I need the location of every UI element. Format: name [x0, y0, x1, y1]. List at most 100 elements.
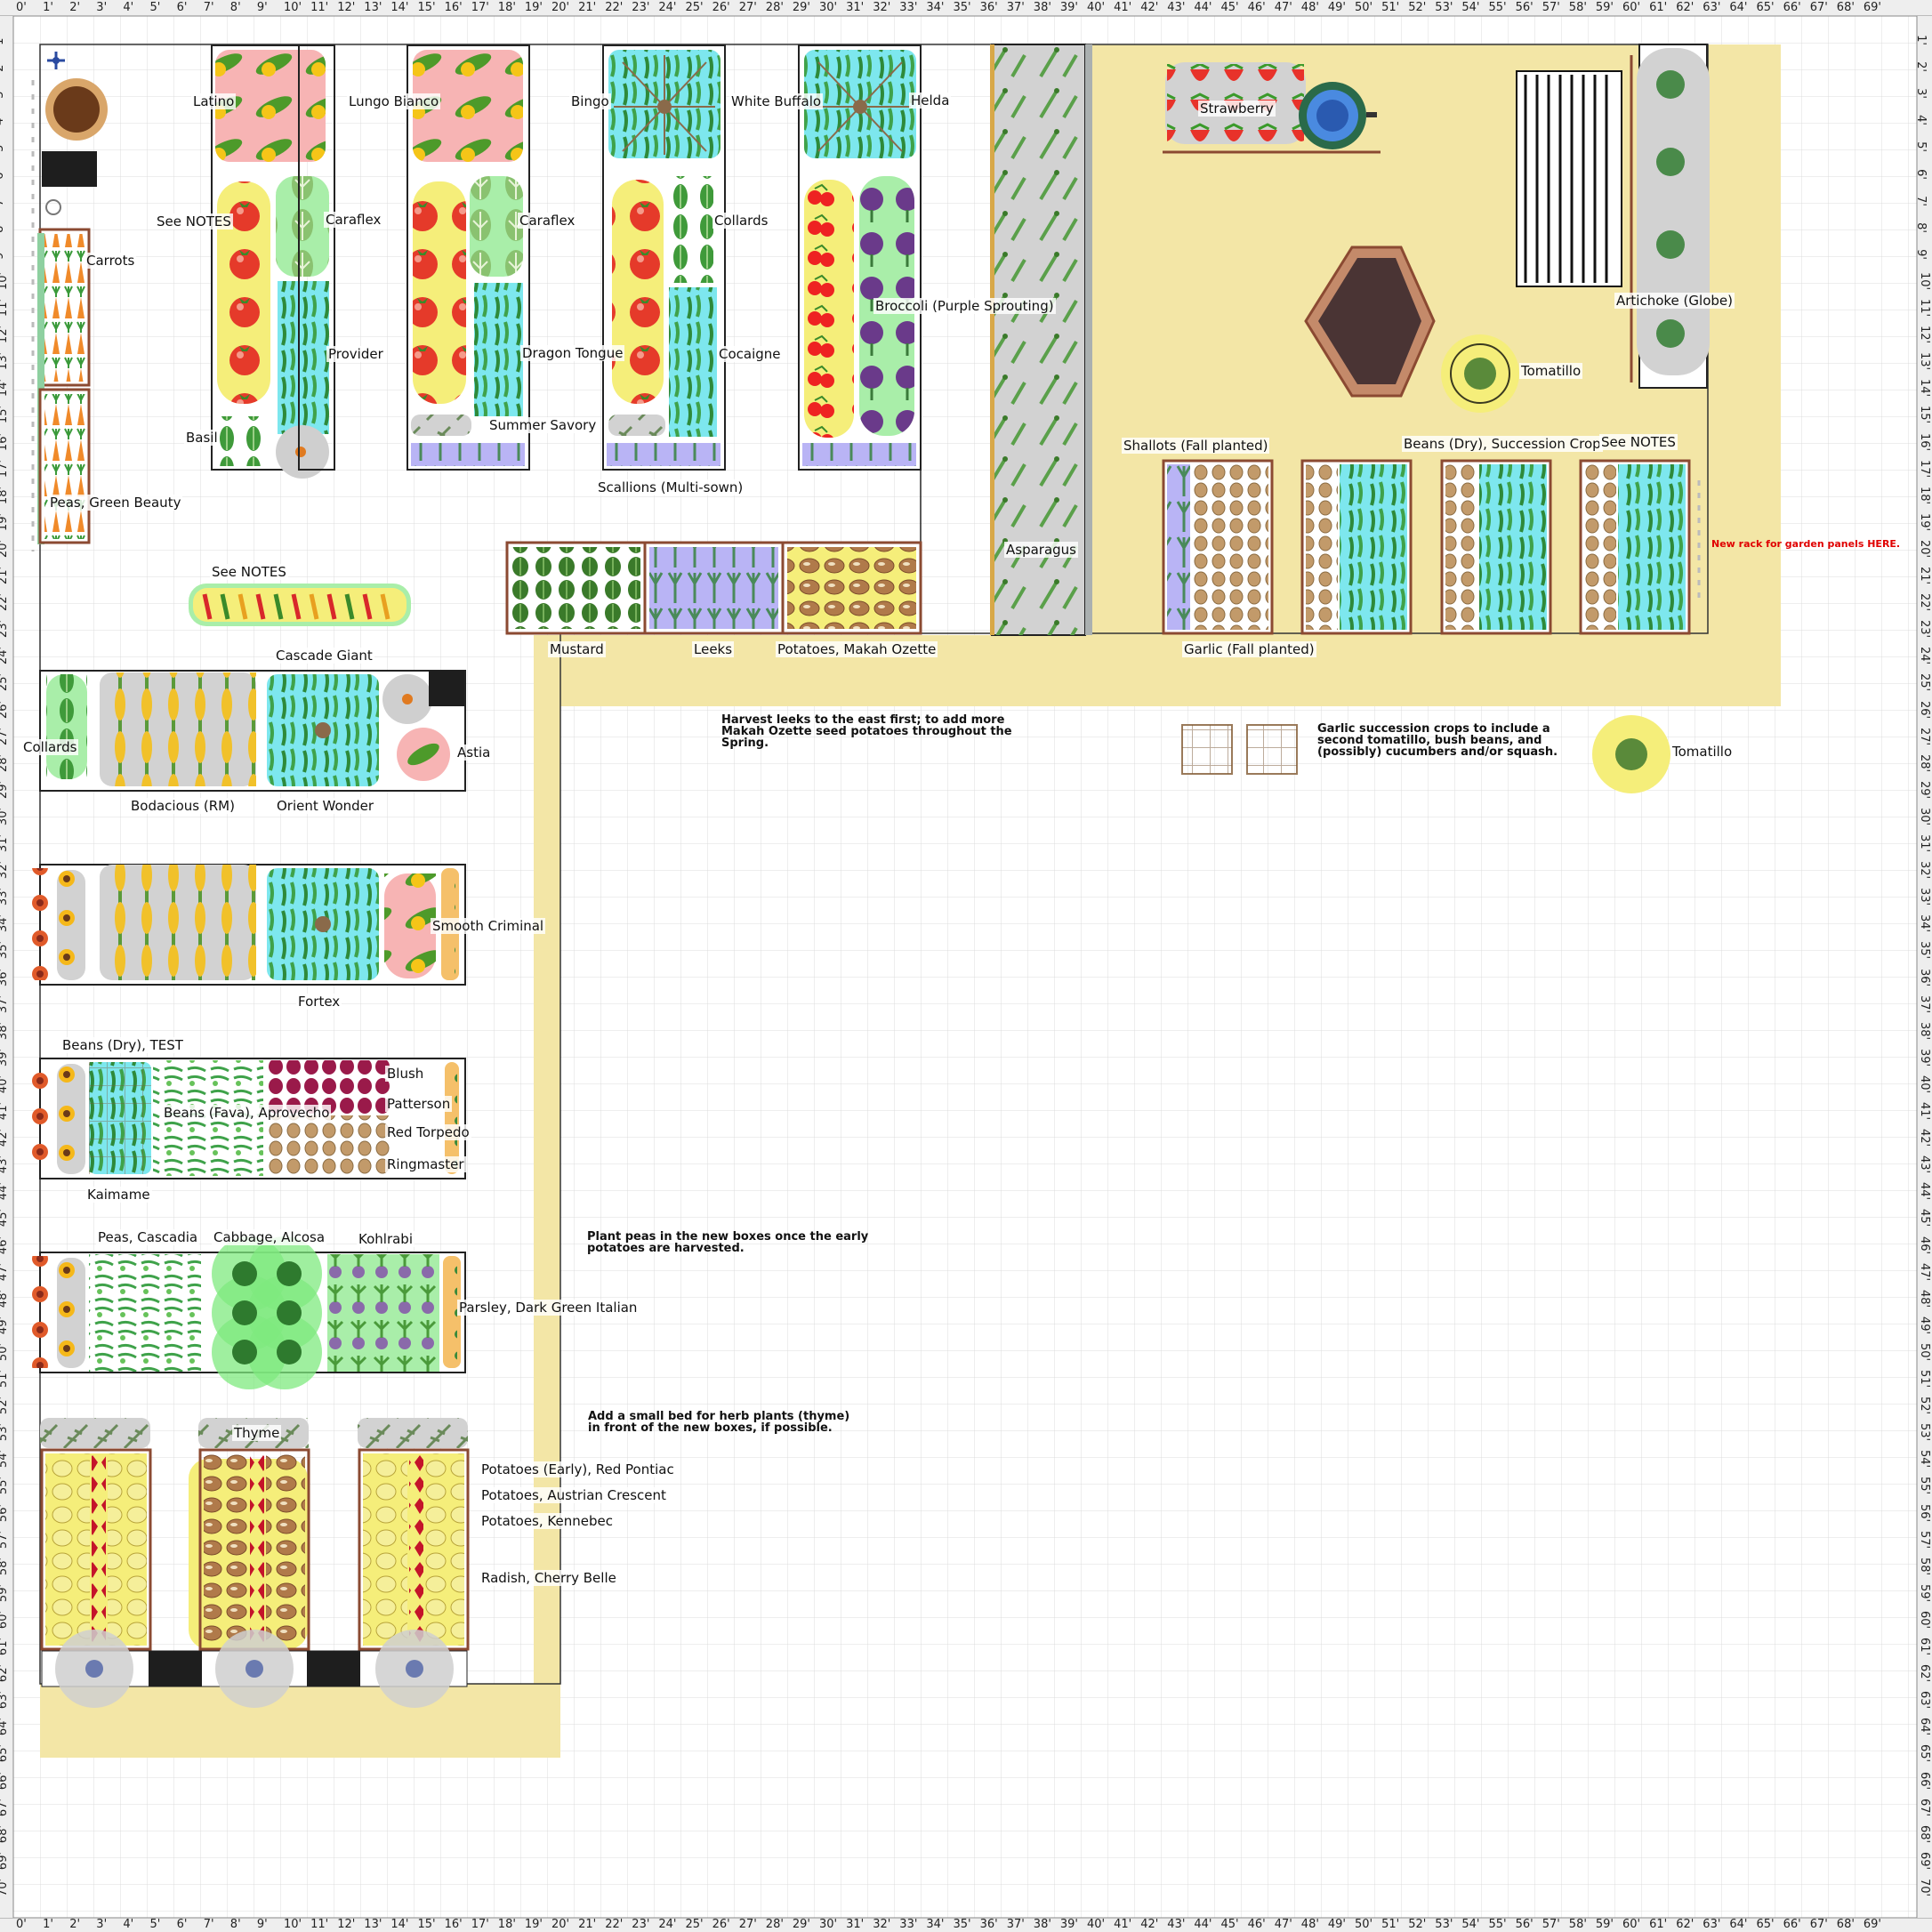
label-fortex[interactable]: Fortex: [296, 994, 342, 1010]
label-lungo-bianco[interactable]: Lungo Bianco: [347, 93, 441, 109]
bed-row-cabbage[interactable]: [29, 1236, 466, 1389]
label-shallots[interactable]: Shallots (Fall planted): [1122, 438, 1270, 454]
label-basil[interactable]: Basil: [184, 430, 220, 446]
label-potatoes-makah[interactable]: Potatoes, Makah Ozette: [776, 641, 938, 657]
bed-asparagus[interactable]: [990, 44, 1092, 636]
ruler-bottom-tick: 12': [337, 1918, 356, 1931]
note-rack[interactable]: New rack for garden panels HERE.: [1711, 538, 1901, 550]
ruler-top-tick: 62': [1676, 1, 1695, 14]
label-white-buffalo[interactable]: White Buffalo: [729, 93, 824, 109]
trellis-panel-1[interactable]: [1181, 724, 1233, 775]
bed-beans-succession-2[interactable]: [1440, 459, 1552, 635]
bed-potatoes-austrian[interactable]: [189, 1448, 310, 1651]
ruler-bottom-tick: 5': [149, 1918, 161, 1931]
note-garlic[interactable]: Garlic succession crops to include a sec…: [1317, 722, 1558, 759]
bed-shallots[interactable]: [1162, 459, 1274, 635]
label-bodacious[interactable]: Bodacious (RM): [129, 798, 237, 814]
label-potatoes-kennebec[interactable]: Potatoes, Kennebec: [479, 1513, 615, 1529]
label-helda[interactable]: Helda: [909, 93, 952, 109]
bed-peppers[interactable]: [189, 584, 411, 626]
note-herb[interactable]: Add a small bed for herb plants (thyme) …: [588, 1410, 850, 1435]
label-potatoes-austrian[interactable]: Potatoes, Austrian Crescent: [479, 1487, 668, 1503]
label-smooth-criminal[interactable]: Smooth Criminal: [431, 918, 546, 934]
label-latino[interactable]: Latino: [191, 93, 237, 109]
note-peas[interactable]: Plant peas in the new boxes once the ear…: [587, 1230, 869, 1255]
label-strawberry[interactable]: Strawberry: [1198, 101, 1276, 117]
label-orient-wonder[interactable]: Orient Wonder: [275, 798, 376, 814]
tomatillo-1[interactable]: [1441, 334, 1519, 413]
bed-lungo-bianco[interactable]: [407, 44, 530, 471]
label-see-notes-1[interactable]: See NOTES: [155, 213, 233, 229]
black-tile[interactable]: [42, 151, 97, 187]
herb-strip-thyme[interactable]: [40, 1418, 468, 1448]
label-ringmaster[interactable]: Ringmaster: [385, 1156, 466, 1172]
ruler-bottom-tick: 40': [1087, 1918, 1106, 1931]
label-carrots[interactable]: Carrots: [85, 253, 137, 269]
ruler-top-tick: 14': [390, 1, 409, 14]
label-caraflex-2[interactable]: Caraflex: [518, 213, 577, 229]
ruler-right-tick: 30': [1918, 807, 1932, 825]
bed-potatoes-makah[interactable]: [781, 541, 922, 635]
label-cabbage-alcosa[interactable]: Cabbage, Alcosa: [212, 1229, 327, 1245]
label-thyme[interactable]: Thyme: [232, 1425, 282, 1441]
label-peas-green-beauty[interactable]: Peas, Green Beauty: [48, 495, 183, 511]
bed-leeks[interactable]: [643, 541, 785, 635]
label-radish[interactable]: Radish, Cherry Belle: [479, 1570, 618, 1586]
faucet-icon[interactable]: [45, 199, 61, 215]
ruler-bottom-tick: 42': [1140, 1918, 1159, 1931]
bed-bingo[interactable]: [602, 44, 726, 471]
label-leeks[interactable]: Leeks: [692, 641, 735, 657]
label-collards-2[interactable]: Collards: [21, 739, 79, 755]
label-peas-cascadia[interactable]: Peas, Cascadia: [96, 1229, 200, 1245]
label-kaimame[interactable]: Kaimame: [85, 1187, 152, 1203]
bed-peas-green-beauty[interactable]: [38, 388, 91, 544]
bed-row-collards[interactable]: [39, 670, 466, 792]
label-garlic[interactable]: Garlic (Fall planted): [1182, 641, 1316, 657]
label-caraflex-1[interactable]: Caraflex: [324, 212, 383, 228]
tomatillo-2[interactable]: [1592, 715, 1670, 793]
label-tomatillo-1[interactable]: Tomatillo: [1519, 363, 1583, 379]
label-see-notes-2[interactable]: See NOTES: [210, 564, 288, 580]
label-astia[interactable]: Astia: [455, 745, 493, 761]
label-asparagus[interactable]: Asparagus: [1004, 542, 1078, 558]
label-blush[interactable]: Blush: [385, 1066, 426, 1082]
trellis-panel-2[interactable]: [1246, 724, 1298, 775]
bed-artichoke[interactable]: [1630, 44, 1710, 389]
label-potatoes-red-pontiac[interactable]: Potatoes (Early), Red Pontiac: [479, 1461, 676, 1477]
label-summer-savory[interactable]: Summer Savory: [487, 417, 599, 433]
bed-potatoes-red-pontiac[interactable]: [40, 1448, 152, 1651]
rain-barrel-icon[interactable]: [1299, 82, 1377, 149]
label-collards-1[interactable]: Collards: [712, 213, 770, 229]
bed-row-fortex[interactable]: [29, 864, 466, 986]
label-cocaigne[interactable]: Cocaigne: [717, 346, 783, 362]
label-broccoli[interactable]: Broccoli (Purple Sprouting): [873, 298, 1056, 314]
ruler-top-tick: 8': [229, 1, 241, 14]
label-kohlrabi[interactable]: Kohlrabi: [357, 1231, 415, 1247]
label-scallions[interactable]: Scallions (Multi-sown): [596, 479, 745, 495]
label-beans-fava[interactable]: Beans (Fava), Aprovecho: [162, 1105, 332, 1121]
note-leeks[interactable]: Harvest leeks to the east first; to add …: [721, 713, 1012, 750]
label-beans-dry-test[interactable]: Beans (Dry), TEST: [60, 1037, 185, 1053]
label-artichoke[interactable]: Artichoke (Globe): [1614, 293, 1735, 309]
label-dragon-tongue[interactable]: Dragon Tongue: [520, 345, 625, 361]
bed-beans-succession-3[interactable]: [1579, 459, 1691, 635]
compass-icon[interactable]: [47, 52, 65, 69]
label-red-torpedo[interactable]: Red Torpedo: [385, 1124, 471, 1140]
bed-potatoes-kennebec[interactable]: [358, 1448, 470, 1651]
label-tomatillo-2[interactable]: Tomatillo: [1670, 744, 1735, 760]
bed-latino[interactable]: [211, 44, 329, 479]
label-cascade-giant[interactable]: Cascade Giant: [274, 648, 374, 664]
bed-mustard[interactable]: [505, 541, 647, 635]
label-see-notes-3[interactable]: See NOTES: [1599, 434, 1678, 450]
label-mustard[interactable]: Mustard: [548, 641, 606, 657]
label-parsley[interactable]: Parsley, Dark Green Italian: [457, 1300, 640, 1316]
label-bingo[interactable]: Bingo: [569, 93, 611, 109]
label-patterson[interactable]: Patterson: [385, 1096, 453, 1112]
label-beans-dry-succession[interactable]: Beans (Dry), Succession Crop: [1402, 436, 1603, 452]
bed-beans-succession-1[interactable]: [1300, 459, 1413, 635]
cold-frame[interactable]: [1516, 70, 1622, 287]
hexagon-bed[interactable]: [1304, 246, 1436, 398]
label-provider[interactable]: Provider: [326, 346, 385, 362]
compost-bin-icon[interactable]: [45, 78, 108, 141]
